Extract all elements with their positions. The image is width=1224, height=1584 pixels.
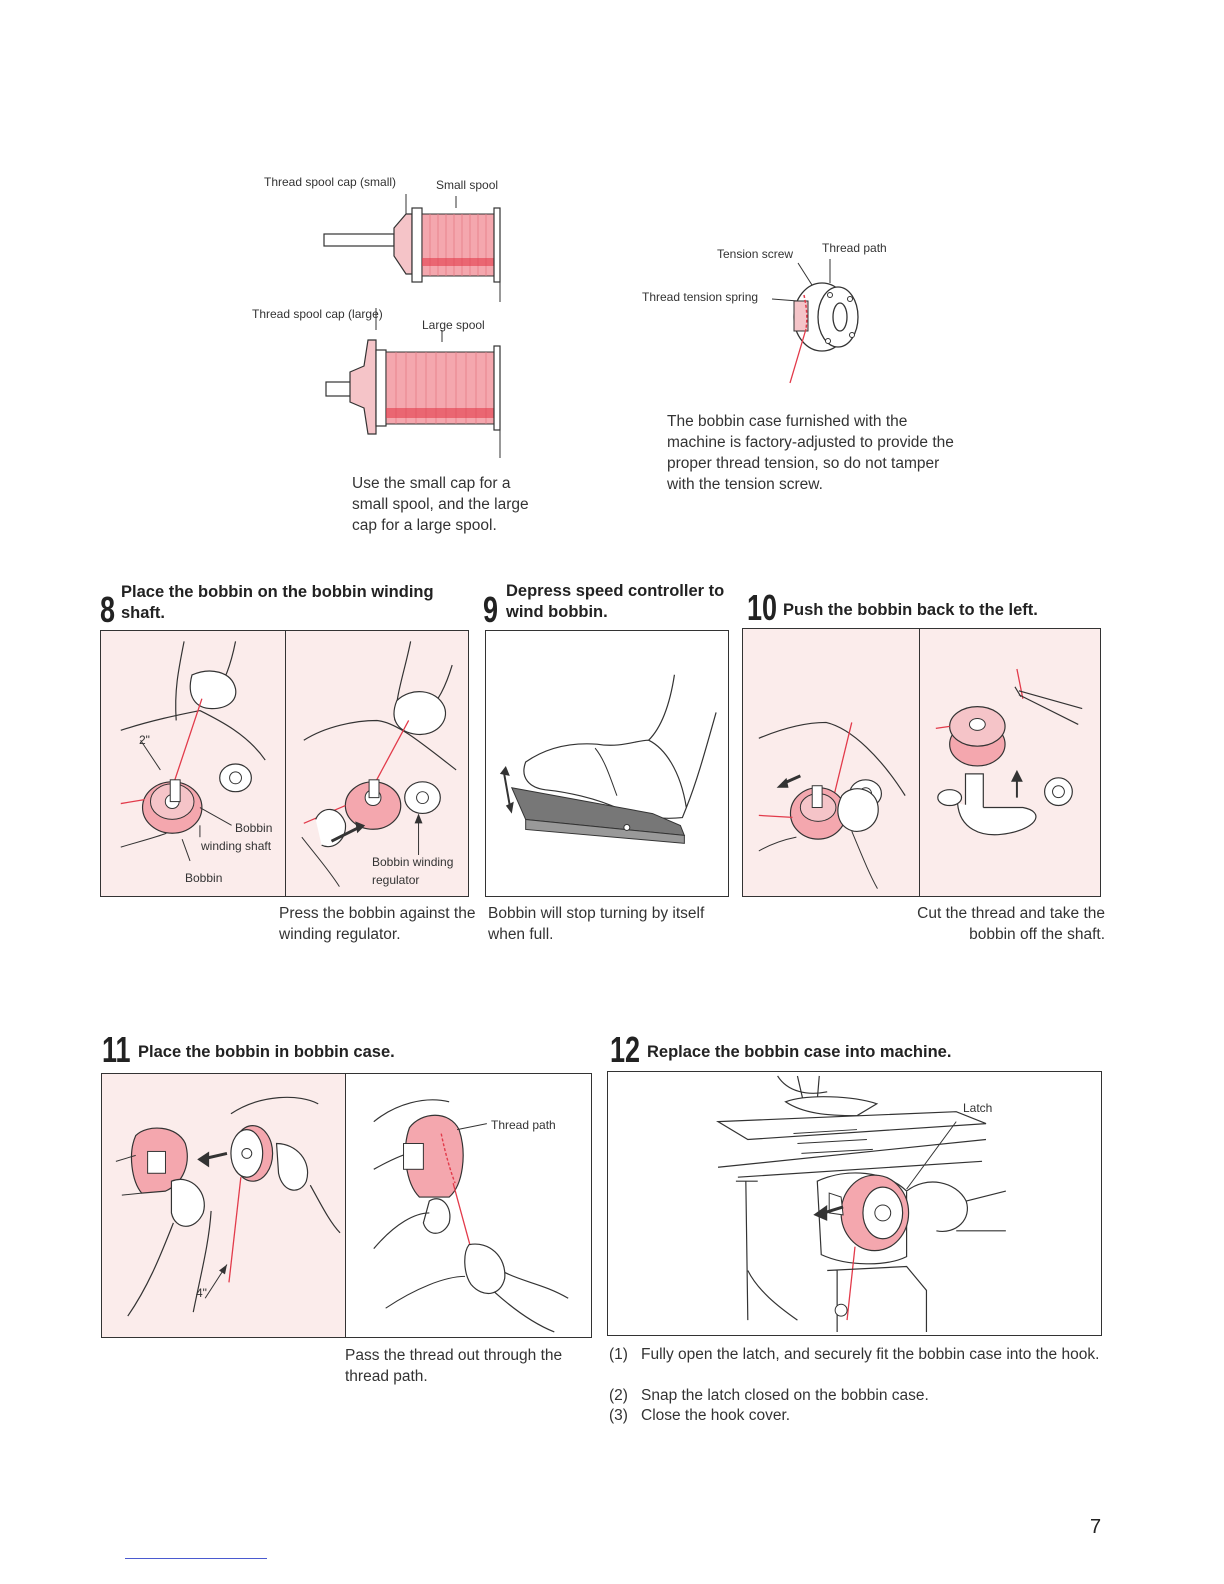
press-bobbin-illustration bbox=[301, 641, 457, 887]
step-8-panel-b: Bobbin winding regulator bbox=[285, 630, 469, 897]
instruction-marker-2: (2) bbox=[609, 1387, 628, 1404]
label-tension-spring: Thread tension spring bbox=[642, 290, 759, 304]
machine-hook-illustration bbox=[716, 1075, 1006, 1333]
step-12-title: Replace the bobbin case into machine. bbox=[647, 1043, 952, 1061]
step-9-title: Depress speed controller to wind bobbin. bbox=[506, 582, 725, 621]
step-10-caption: Cut the thread and take the bobbin off t… bbox=[917, 905, 1105, 943]
step-number-8: 8 bbox=[100, 589, 116, 630]
bottom-rule bbox=[125, 1558, 267, 1559]
step-11-title: Place the bobbin in bobbin case. bbox=[138, 1043, 395, 1061]
label-latch: Latch bbox=[963, 1101, 993, 1115]
label-4-inch: 4" bbox=[196, 1286, 207, 1300]
instruction-text-1: Fully open the latch, and securely fit t… bbox=[641, 1346, 1100, 1363]
label-thread-path: Thread path bbox=[822, 241, 887, 255]
step-9-caption: Bobbin will stop turning by itself when … bbox=[488, 905, 705, 943]
push-bobbin-illustration bbox=[758, 721, 906, 889]
step-10-panel-a bbox=[742, 628, 920, 897]
step-9-panel bbox=[485, 630, 729, 897]
label-thread-path-11: Thread path bbox=[491, 1118, 556, 1132]
step-10-title: Push the bobbin back to the left. bbox=[783, 601, 1038, 619]
cut-thread-illustration bbox=[935, 668, 1083, 836]
label-large-spool: Large spool bbox=[422, 318, 485, 332]
step-number-12: 12 bbox=[610, 1029, 641, 1070]
step-10-panel-b bbox=[919, 628, 1101, 897]
instruction-text-3: Close the hook cover. bbox=[641, 1407, 791, 1424]
label-winding-shaft: winding shaft bbox=[201, 839, 272, 853]
label-2-inch: 2" bbox=[139, 733, 150, 747]
foot-controller-illustration bbox=[499, 674, 717, 844]
insert-bobbin-illustration bbox=[115, 1096, 341, 1317]
label-small-spool: Small spool bbox=[436, 178, 499, 192]
step-number-9: 9 bbox=[483, 589, 499, 630]
step-8-title: Place the bobbin on the bobbin winding s… bbox=[121, 583, 434, 622]
spool-caption: Use the small cap for a small spool, and… bbox=[352, 475, 529, 534]
label-cap-small: Thread spool cap (small) bbox=[264, 175, 397, 189]
step-number-11: 11 bbox=[102, 1029, 131, 1070]
label-bobbin: Bobbin bbox=[185, 871, 223, 885]
bobbin-on-shaft-illustration bbox=[120, 641, 266, 862]
step-8-caption: Press the bobbin against the winding reg… bbox=[279, 905, 476, 943]
step-8-panel-a: 2" Bobbin winding shaft Bobbin bbox=[100, 630, 286, 897]
label-bobbin-a: Bobbin bbox=[235, 821, 273, 835]
bobbin-case-caption: The bobbin case furnished with the machi… bbox=[667, 413, 954, 493]
bobbin-case-illustration bbox=[771, 259, 859, 384]
label-tension-screw: Tension screw bbox=[717, 247, 794, 261]
page-number: 7 bbox=[1090, 1516, 1102, 1538]
step-11-panel-a: 4" bbox=[101, 1073, 346, 1338]
instruction-marker-3: (3) bbox=[609, 1407, 628, 1424]
thread-path-illustration bbox=[373, 1099, 569, 1333]
label-regulator-a: Bobbin winding bbox=[372, 855, 454, 869]
instruction-text-2: Snap the latch closed on the bobbin case… bbox=[641, 1387, 929, 1404]
instruction-marker-1: (1) bbox=[609, 1346, 628, 1363]
step-number-10: 10 bbox=[747, 587, 778, 628]
step-11-caption: Pass the thread out through the thread p… bbox=[345, 1347, 563, 1385]
step-11-panel-b: Thread path bbox=[345, 1073, 592, 1338]
step-12-panel: Latch bbox=[607, 1071, 1102, 1336]
label-regulator-b: regulator bbox=[372, 873, 420, 887]
label-cap-large: Thread spool cap (large) bbox=[252, 307, 383, 321]
spool-illustration bbox=[323, 194, 501, 458]
